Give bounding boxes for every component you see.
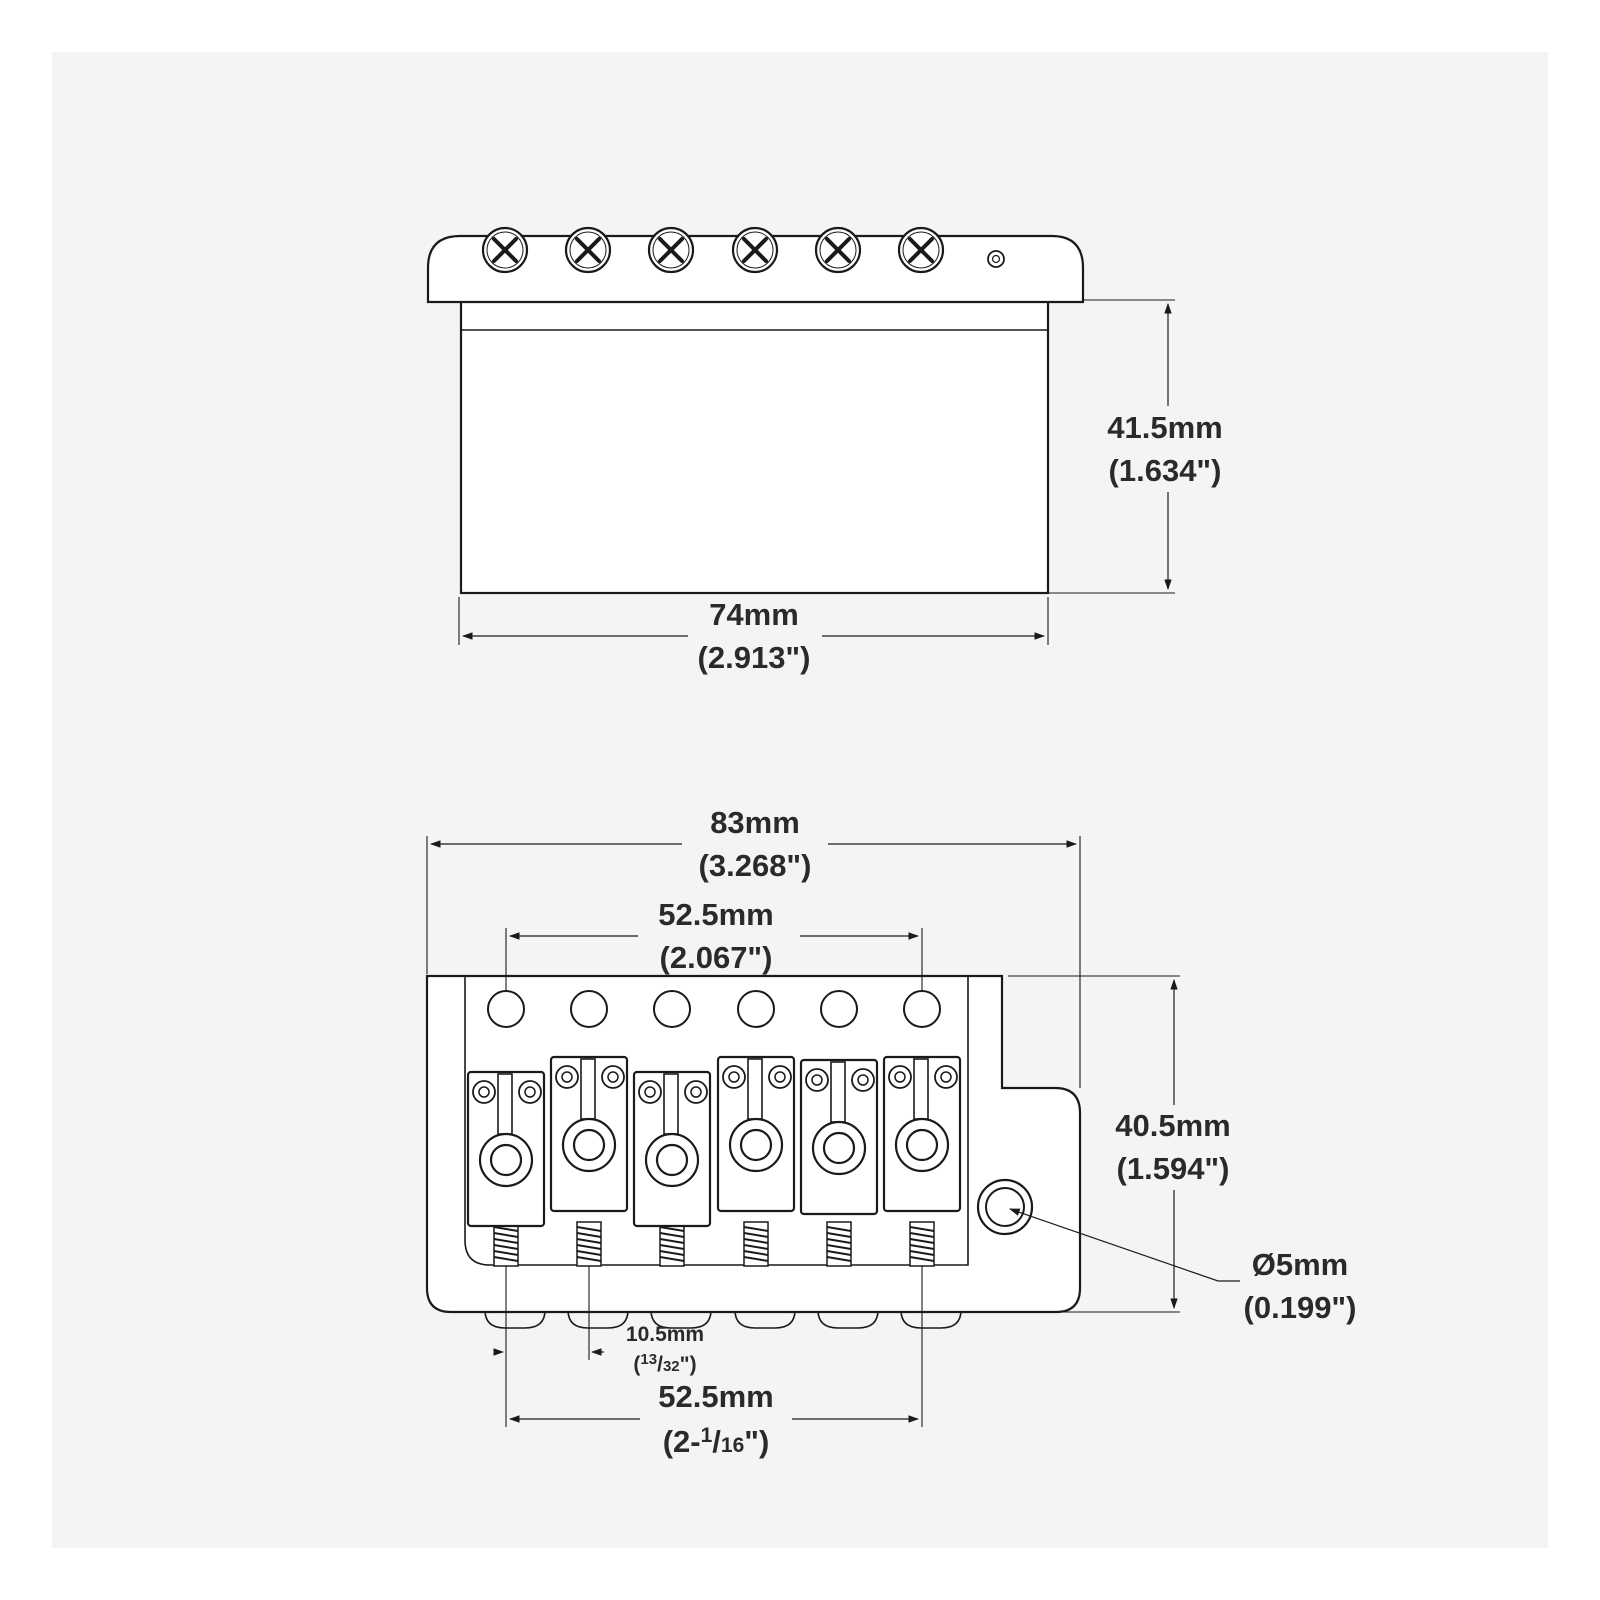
width-in-label: (2.913") <box>698 640 811 675</box>
height-in-label: (1.634") <box>1109 453 1222 488</box>
saddle <box>799 1058 879 1216</box>
arm-hole-icon <box>976 1178 1034 1236</box>
tremolo-block <box>459 298 1050 595</box>
screw-icon <box>897 226 945 274</box>
spring-icon <box>493 1221 519 1267</box>
string-hole <box>737 990 775 1028</box>
saddle-in-label: (13/32") <box>633 1351 696 1376</box>
overall-mm-label: 83mm <box>710 805 800 840</box>
string-hole <box>570 990 608 1028</box>
hole-in-label: (0.199") <box>1244 1290 1357 1325</box>
spacing-top-in-label: (2.067") <box>660 940 773 975</box>
saddle <box>716 1055 796 1213</box>
saddle <box>549 1055 629 1213</box>
saddle <box>882 1055 962 1213</box>
spring-icon <box>743 1221 769 1267</box>
string-hole <box>820 990 858 1028</box>
depth-mm-label: 40.5mm <box>1115 1108 1230 1143</box>
string-hole <box>903 990 941 1028</box>
spring-icon <box>826 1221 852 1267</box>
height-mm-label: 41.5mm <box>1107 410 1222 445</box>
string-hole <box>487 990 525 1028</box>
bump <box>900 1309 962 1329</box>
spacing-top-mm-label: 52.5mm <box>658 897 773 932</box>
screw-icon <box>564 226 612 274</box>
bump <box>734 1309 796 1329</box>
arm-socket-icon <box>987 250 1005 268</box>
leader-line <box>1008 1208 1240 1282</box>
screw-icon <box>647 226 695 274</box>
bottom-view: 83mm (3.268") 52.5mm (2.067") 40.5mm (1.… <box>425 805 1357 1459</box>
spring-icon <box>576 1221 602 1267</box>
string-hole <box>653 990 691 1028</box>
screw-icon <box>731 226 779 274</box>
depth-in-label: (1.594") <box>1117 1151 1230 1186</box>
bump <box>817 1309 879 1329</box>
saddle-recess <box>464 976 969 1266</box>
spacing-bottom-in-label: (2-1/16") <box>663 1424 770 1459</box>
bump <box>484 1309 546 1329</box>
screw-icon <box>481 226 529 274</box>
spring-icon <box>659 1221 685 1267</box>
saddle <box>632 1070 712 1228</box>
spacing-bottom-mm-label: 52.5mm <box>658 1379 773 1414</box>
bump <box>650 1309 712 1329</box>
screw-icon <box>814 226 862 274</box>
hole-mm-label: Ø5mm <box>1252 1247 1348 1282</box>
saddle <box>466 1070 546 1228</box>
width-mm-label: 74mm <box>709 597 799 632</box>
overall-in-label: (3.268") <box>699 848 812 883</box>
bump <box>567 1309 629 1329</box>
spring-icon <box>909 1221 935 1267</box>
top-view: 41.5mm (1.634") 74mm (2.913") <box>426 226 1223 675</box>
saddle-mm-label: 10.5mm <box>626 1323 704 1346</box>
